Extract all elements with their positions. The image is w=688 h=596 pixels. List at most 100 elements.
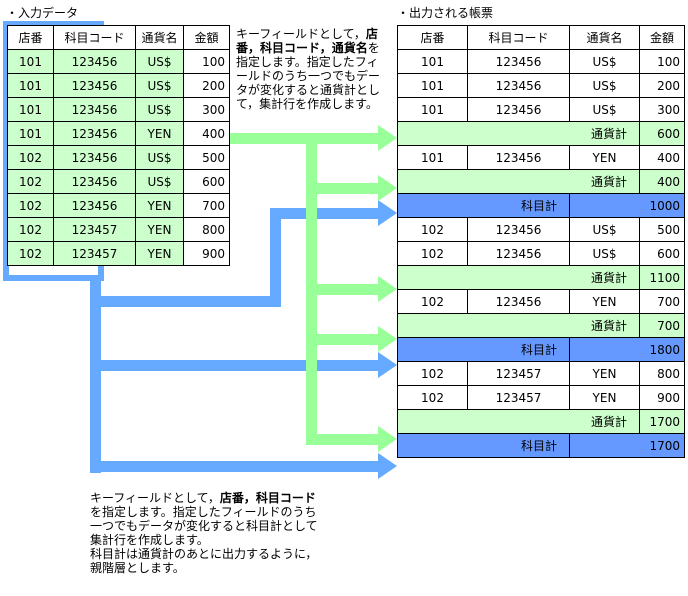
currency-cell: US$ — [569, 241, 640, 266]
currency-total-label: 通貨計 — [397, 121, 640, 146]
amount-cell: 100 — [183, 49, 230, 74]
header-subject-code: 科目コード — [467, 25, 570, 50]
store-cell: 102 — [7, 193, 54, 218]
subject-code-cell: 123456 — [467, 145, 570, 170]
store-cell: 102 — [7, 217, 54, 242]
header-amount: 金額 — [183, 25, 230, 50]
output-report-title: ・出力される帳票 — [397, 6, 494, 20]
note-line: ールドのうち一つでもデー — [236, 69, 396, 83]
subject-code-cell: 123456 — [467, 73, 570, 98]
note-text: 集計行を作成します。 — [90, 533, 209, 547]
store-cell: 101 — [7, 121, 54, 146]
amount-cell: 500 — [183, 145, 230, 170]
amount-cell: 600 — [183, 169, 230, 194]
note-line: 番，科目コード，通貨名を — [236, 41, 396, 55]
currency-total-value: 1100 — [639, 265, 685, 290]
currency-total-label: 通貨計 — [397, 313, 640, 338]
store-cell: 101 — [397, 73, 468, 98]
subject-code-cell: 123456 — [467, 241, 570, 266]
subject-code-cell: 123456 — [467, 217, 570, 242]
amount-cell: 900 — [183, 241, 230, 266]
currency-cell: YEN — [569, 145, 640, 170]
currency-cell: YEN — [569, 361, 640, 386]
header-amount: 金額 — [639, 25, 685, 50]
subject-code-cell: 123456 — [53, 73, 136, 98]
currency-cell: US$ — [135, 49, 184, 74]
note-text: を指定します。指定したフィールドのうち — [90, 505, 317, 519]
currency-cell: US$ — [569, 73, 640, 98]
amount-cell: 700 — [183, 193, 230, 218]
note-bold-text: 店番，科目コード — [219, 491, 316, 505]
note-text: タが変化すると通貨計とし — [236, 83, 381, 97]
currency-cell: YEN — [135, 193, 184, 218]
store-cell: 102 — [397, 217, 468, 242]
amount-cell: 200 — [639, 73, 685, 98]
store-cell: 102 — [7, 241, 54, 266]
note-text: 一つでもデータが変化すると科目計として — [90, 519, 318, 533]
note-text: ールドのうち一つでもデー — [236, 69, 381, 83]
subject-code-cell: 123456 — [53, 193, 136, 218]
header-currency: 通貨名 — [135, 25, 184, 50]
note-bold-text: 番，科目コード，通貨名 — [236, 41, 368, 55]
input-data-title: ・入力データ — [6, 6, 79, 20]
note-line: て，集計行を作成します。 — [236, 97, 396, 111]
subject-total-label: 科目計 — [397, 337, 570, 362]
green-arrows — [182, 125, 397, 452]
subject-total-label: 科目計 — [397, 433, 570, 458]
amount-cell: 100 — [639, 49, 685, 74]
currency-key-note: キーフィールドとして，店番，科目コード，通貨名を指定します。指定したフィールドの… — [236, 27, 396, 111]
currency-total-value: 700 — [639, 313, 685, 338]
store-cell: 102 — [7, 169, 54, 194]
subject-code-cell: 123457 — [467, 361, 570, 386]
store-cell: 101 — [7, 73, 54, 98]
note-bold-text: 店 — [365, 27, 378, 41]
currency-cell: YEN — [135, 217, 184, 242]
store-cell: 101 — [7, 97, 54, 122]
currency-total-label: 通貨計 — [397, 409, 640, 434]
store-cell: 102 — [7, 145, 54, 170]
amount-cell: 300 — [639, 97, 685, 122]
note-text: 親階層とします。 — [90, 561, 185, 575]
amount-cell: 400 — [639, 145, 685, 170]
note-line: キーフィールドとして，店番，科目コード — [90, 491, 380, 505]
currency-cell: US$ — [135, 145, 184, 170]
store-cell: 101 — [397, 49, 468, 74]
subject-code-cell: 123457 — [53, 241, 136, 266]
currency-total-value: 1700 — [639, 409, 685, 434]
amount-cell: 200 — [183, 73, 230, 98]
currency-cell: US$ — [569, 217, 640, 242]
subject-code-cell: 123456 — [467, 49, 570, 74]
store-cell: 102 — [397, 289, 468, 314]
store-cell: 101 — [7, 49, 54, 74]
store-cell: 101 — [397, 145, 468, 170]
currency-cell: YEN — [569, 385, 640, 410]
currency-cell: YEN — [135, 121, 184, 146]
subject-total-label: 科目計 — [397, 193, 570, 218]
note-text: キーフィールドとして， — [236, 27, 366, 41]
note-line: を指定します。指定したフィールドのうち — [90, 505, 380, 519]
subject-total-value: 1000 — [569, 193, 685, 218]
subject-code-cell: 123456 — [53, 49, 136, 74]
note-text: 科目計は通貨計のあとに出力するように， — [90, 547, 318, 561]
amount-cell: 300 — [183, 97, 230, 122]
